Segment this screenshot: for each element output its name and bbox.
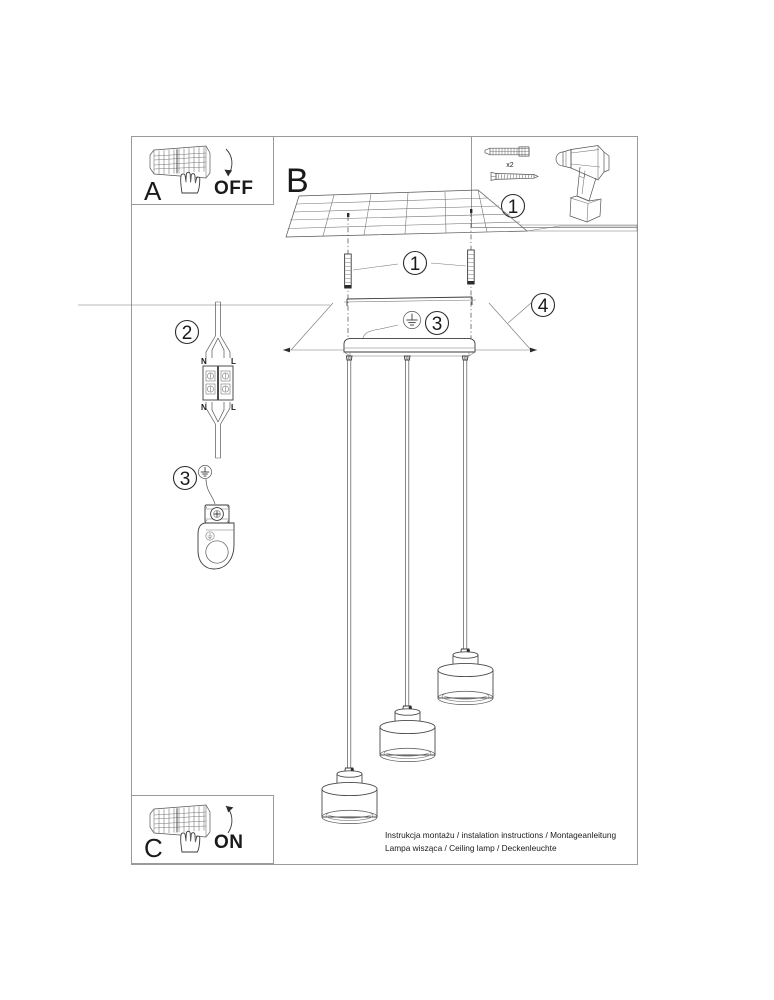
curved-arrow-up-icon xyxy=(225,805,234,834)
svg-text:3: 3 xyxy=(180,469,191,490)
panel-c-action-label: ON xyxy=(214,832,244,853)
ceiling-surface xyxy=(285,189,638,238)
caption-line-1: Instrukcja montażu / instalation instruc… xyxy=(385,830,616,840)
callout-canopy-earth: 3 xyxy=(424,310,450,336)
power-drill-icon xyxy=(555,145,610,223)
earth-screw-terminal xyxy=(204,504,230,524)
hand-pointing-icon xyxy=(180,171,201,194)
terminal-top-neutral-label: N xyxy=(201,357,207,366)
svg-text:3: 3 xyxy=(432,314,443,335)
earth-mark-small xyxy=(205,531,215,541)
earth-ground-symbol xyxy=(403,311,421,329)
pendant-cables xyxy=(347,360,468,771)
terminal-body xyxy=(202,365,234,401)
panel-a-letter: A xyxy=(144,176,162,206)
svg-text:4: 4 xyxy=(538,296,549,317)
hand-pointing-icon-c xyxy=(180,830,201,853)
screw-icon xyxy=(490,171,539,181)
mounting-screw-left xyxy=(344,253,352,289)
callout-ceiling-screws: 1 xyxy=(402,250,428,276)
panel-c: ON C xyxy=(131,795,274,864)
wall-anchor-icon xyxy=(484,146,530,157)
curved-arrow-down-icon xyxy=(224,148,233,177)
caption-line-2: Lampa wisząca / Ceiling lamp / Deckenleu… xyxy=(385,843,557,853)
cable-outlets xyxy=(345,355,469,361)
terminal-top-live-label: L xyxy=(231,357,236,366)
svg-text:1: 1 xyxy=(410,254,421,275)
page-frame xyxy=(131,136,638,865)
callout-shade-mount: 4 xyxy=(530,292,556,318)
caption-block: Instrukcja montażu / instalation instruc… xyxy=(385,830,616,853)
parts-kit-panel: x2 1 xyxy=(471,136,638,228)
panel-a-action-label: OFF xyxy=(214,178,254,199)
canopy-plate xyxy=(343,337,476,361)
canopy-earth-connection xyxy=(361,311,421,346)
parts-quantity-label: x2 xyxy=(506,162,514,169)
svg-text:1: 1 xyxy=(508,197,519,218)
callout-parts-kit: 1 xyxy=(500,193,526,219)
mounting-screws xyxy=(344,249,475,289)
panel-c-letter: C xyxy=(144,833,163,863)
callout-earth-connection: 3 xyxy=(172,465,198,491)
pendant-shade-right xyxy=(437,648,494,705)
pendant-shade-middle xyxy=(379,705,436,762)
earth-ground-symbol-step3 xyxy=(198,465,212,479)
terminal-bottom-live-label: L xyxy=(231,403,236,412)
pendant-shade-left xyxy=(321,767,378,824)
svg-text:2: 2 xyxy=(182,323,193,344)
callout-terminal-block: 2 xyxy=(174,319,200,345)
step-3-earth-connection: 3 xyxy=(172,465,235,570)
panel-a: OFF A xyxy=(131,136,274,206)
panel-b-letter: B xyxy=(286,162,309,200)
circuit-breaker-icon-c xyxy=(149,804,211,838)
step-2-terminal-block: 2 N L N L xyxy=(174,301,236,459)
circuit-breaker-icon xyxy=(149,145,211,179)
ceiling-hole-marks xyxy=(347,209,473,217)
lampholder-bracket xyxy=(197,522,235,570)
mounting-screw-right xyxy=(467,249,475,285)
terminal-bottom-neutral-label: N xyxy=(201,403,207,412)
